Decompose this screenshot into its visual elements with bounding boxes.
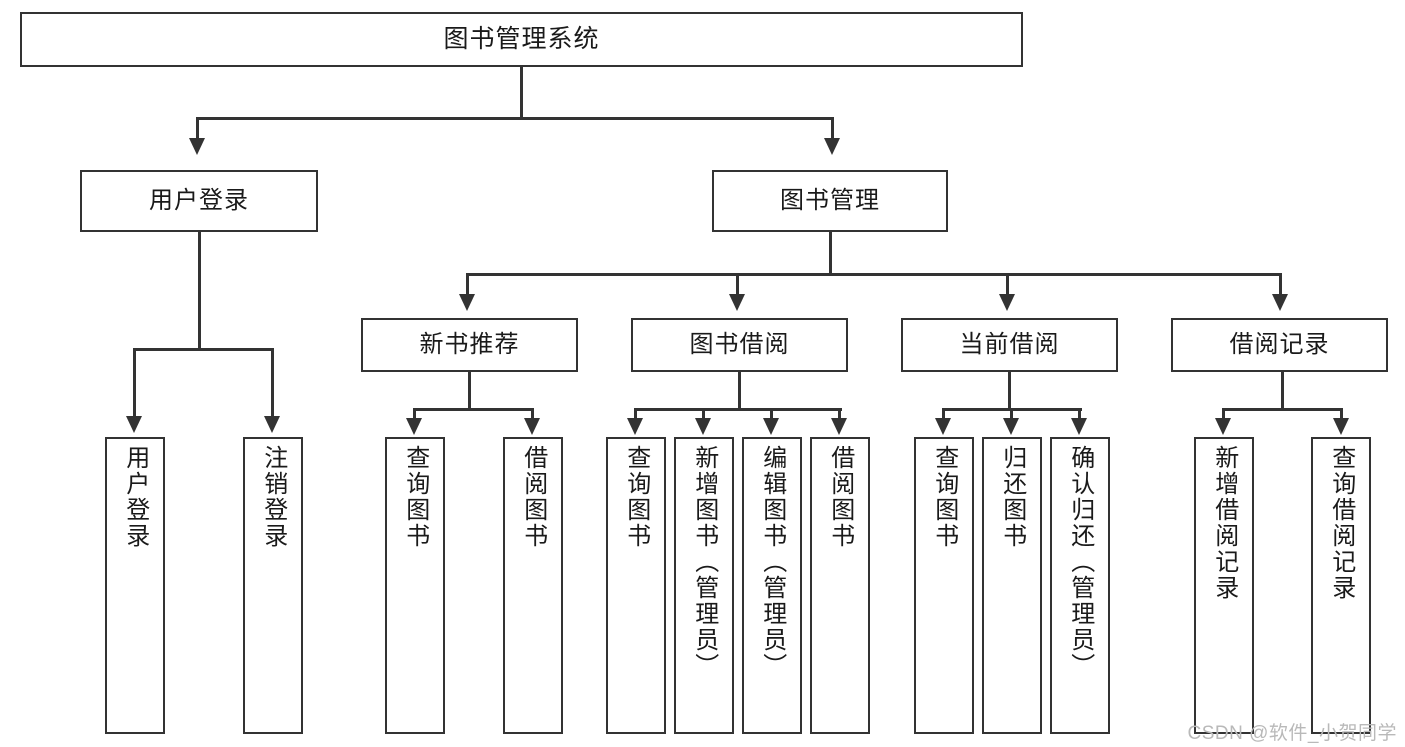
arrow-root-to-user-login — [189, 138, 205, 155]
node-book-management-system[interactable]: 图书管理系统 — [20, 12, 1023, 67]
node-book-management[interactable]: 图书管理 — [712, 170, 948, 232]
leaf-label: 查询借阅记录 — [1327, 445, 1355, 601]
arrow-nb-to-leaf-1 — [406, 418, 422, 435]
connector-borrow-record-stem — [1281, 372, 1284, 410]
node-current-borrow[interactable]: 当前借阅 — [901, 318, 1118, 372]
leaf-current-borrow-confirm-return[interactable]: 确认归还（管理员） — [1050, 437, 1110, 734]
connector-cb-to-leaf-2 — [1010, 408, 1013, 420]
connector-nb-to-leaf-1 — [413, 408, 416, 420]
connector-book-borrow-stem — [738, 372, 741, 410]
leaf-label: 归还图书 — [998, 445, 1026, 549]
connector-bm-to-new-book — [466, 273, 469, 296]
arrow-cb-to-leaf-1 — [935, 418, 951, 435]
connector-new-book-bar — [413, 408, 533, 411]
leaf-label: 查询图书 — [622, 445, 650, 549]
node-user-login[interactable]: 用户登录 — [80, 170, 318, 232]
arrow-bm-to-book-borrow — [729, 294, 745, 311]
leaf-new-book-query-book[interactable]: 查询图书 — [385, 437, 445, 734]
leaf-label: 新增借阅记录 — [1210, 445, 1238, 601]
connector-user-login-to-leaf-2 — [271, 348, 274, 418]
leaf-user-login-login[interactable]: 用户登录 — [105, 437, 165, 734]
connector-root-to-user-login — [196, 117, 199, 140]
leaf-label: 注销登录 — [259, 445, 287, 549]
connector-book-borrow-bar — [634, 408, 842, 411]
connector-bb-to-leaf-4 — [838, 408, 841, 420]
arrow-bb-to-leaf-4 — [831, 418, 847, 435]
leaf-user-login-logout[interactable]: 注销登录 — [243, 437, 303, 734]
connector-root-stem — [520, 67, 523, 119]
node-label: 图书管理系统 — [443, 24, 600, 53]
node-label: 图书借阅 — [689, 330, 790, 358]
leaf-label: 用户登录 — [121, 445, 149, 549]
connector-cb-to-leaf-1 — [942, 408, 945, 420]
csdn-watermark: CSDN @软件_小贺同学 — [1187, 723, 1397, 744]
arrow-root-to-book-management — [824, 138, 840, 155]
connector-user-login-bar — [133, 348, 273, 351]
arrow-bm-to-new-book — [459, 294, 475, 311]
node-label: 图书管理 — [780, 186, 880, 214]
arrow-br-to-leaf-2 — [1333, 418, 1349, 435]
connector-br-to-leaf-2 — [1340, 408, 1343, 420]
connector-new-book-stem — [468, 372, 471, 410]
leaf-current-borrow-return-book[interactable]: 归还图书 — [982, 437, 1042, 734]
node-book-borrow[interactable]: 图书借阅 — [631, 318, 848, 372]
leaf-label: 编辑图书（管理员） — [758, 445, 786, 679]
connector-bb-to-leaf-2 — [702, 408, 705, 420]
leaf-label: 借阅图书 — [519, 445, 547, 549]
connector-bb-to-leaf-1 — [634, 408, 637, 420]
connector-user-login-stem — [198, 232, 201, 350]
node-label: 用户登录 — [149, 186, 249, 214]
arrow-bm-to-borrow-record — [1272, 294, 1288, 311]
leaf-new-book-borrow-book[interactable]: 借阅图书 — [503, 437, 563, 734]
leaf-borrow-record-add-record[interactable]: 新增借阅记录 — [1194, 437, 1254, 734]
node-new-book-recommend[interactable]: 新书推荐 — [361, 318, 578, 372]
leaf-label: 查询图书 — [930, 445, 958, 549]
arrow-br-to-leaf-1 — [1215, 418, 1231, 435]
leaf-book-borrow-borrow-book[interactable]: 借阅图书 — [810, 437, 870, 734]
leaf-current-borrow-query-book[interactable]: 查询图书 — [914, 437, 974, 734]
connector-root-bar — [196, 117, 834, 120]
connector-book-management-bar — [466, 273, 1282, 276]
connector-user-login-to-leaf-1 — [133, 348, 136, 418]
connector-bm-to-borrow-record — [1279, 273, 1282, 296]
leaf-book-borrow-query-book[interactable]: 查询图书 — [606, 437, 666, 734]
connector-br-to-leaf-1 — [1222, 408, 1225, 420]
arrow-nb-to-leaf-2 — [524, 418, 540, 435]
connector-current-borrow-stem — [1008, 372, 1011, 410]
connector-borrow-record-bar — [1222, 408, 1342, 411]
leaf-label: 新增图书（管理员） — [690, 445, 718, 679]
arrow-bb-to-leaf-2 — [695, 418, 711, 435]
connector-book-management-stem — [829, 232, 832, 275]
arrow-bm-to-current-borrow — [999, 294, 1015, 311]
connector-cb-to-leaf-3 — [1078, 408, 1081, 420]
node-label: 当前借阅 — [959, 330, 1060, 358]
arrow-user-login-to-leaf-2 — [264, 416, 280, 433]
arrow-bb-to-leaf-3 — [763, 418, 779, 435]
connector-bb-to-leaf-3 — [770, 408, 773, 420]
leaf-book-borrow-edit-book[interactable]: 编辑图书（管理员） — [742, 437, 802, 734]
leaf-label: 确认归还（管理员） — [1066, 445, 1094, 679]
arrow-user-login-to-leaf-1 — [126, 416, 142, 433]
arrow-cb-to-leaf-3 — [1071, 418, 1087, 435]
arrow-cb-to-leaf-2 — [1003, 418, 1019, 435]
leaf-label: 借阅图书 — [826, 445, 854, 549]
leaf-label: 查询图书 — [401, 445, 429, 549]
connector-root-to-book-management — [831, 117, 834, 140]
leaf-borrow-record-query-record[interactable]: 查询借阅记录 — [1311, 437, 1371, 734]
node-label: 借阅记录 — [1229, 330, 1330, 358]
arrow-bb-to-leaf-1 — [627, 418, 643, 435]
node-borrow-record[interactable]: 借阅记录 — [1171, 318, 1388, 372]
leaf-book-borrow-add-book[interactable]: 新增图书（管理员） — [674, 437, 734, 734]
node-label: 新书推荐 — [419, 330, 520, 358]
connector-bm-to-book-borrow — [736, 273, 739, 296]
connector-bm-to-current-borrow — [1006, 273, 1009, 296]
connector-nb-to-leaf-2 — [531, 408, 534, 420]
